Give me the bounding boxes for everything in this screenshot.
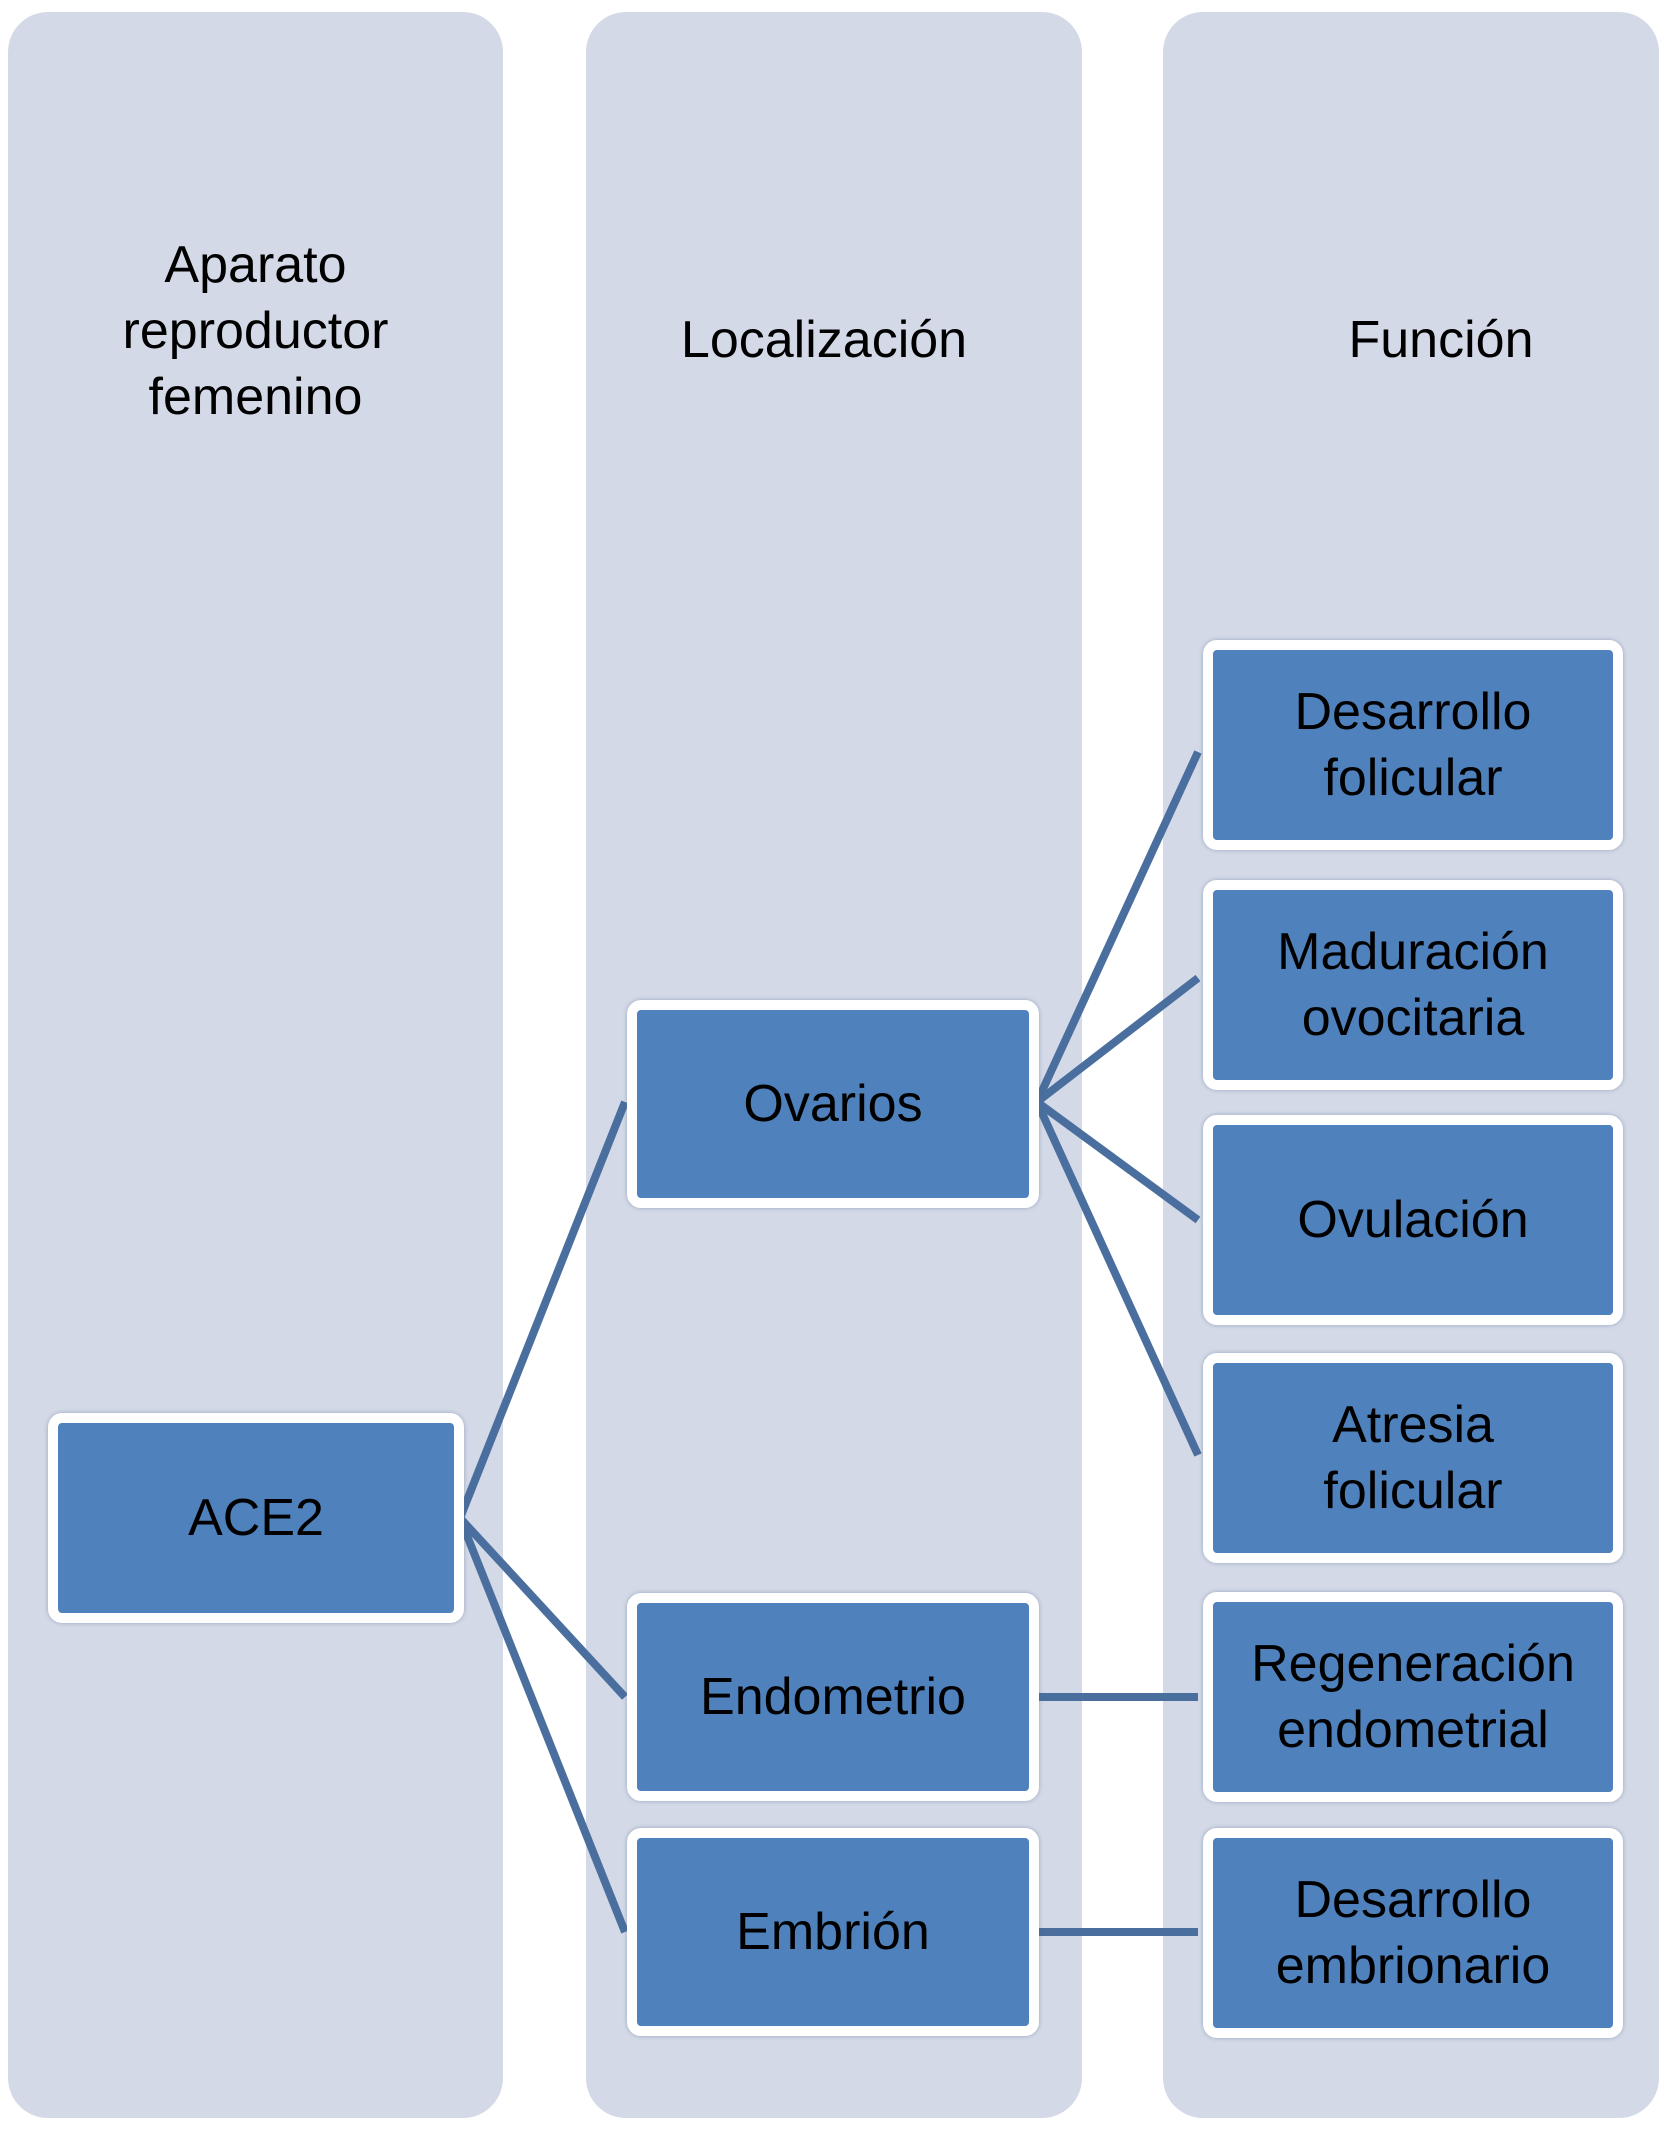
connector-ace2-embrion xyxy=(456,1516,629,1934)
node-atresia-folicular: Atresia folicular xyxy=(1203,1353,1623,1563)
node-ovulacion: Ovulación xyxy=(1203,1115,1623,1325)
node-desarrollo-folicular: Desarrollo folicular xyxy=(1203,640,1623,850)
node-regeneracion-endometrial: Regeneración endometrial xyxy=(1203,1592,1623,1802)
connector-ovarios-atresia-folicular xyxy=(1033,1100,1202,1457)
node-desarrollo-embrionario: Desarrollo embrionario xyxy=(1203,1828,1623,2038)
column-female-reproductive-system: Aparato reproductor femenino xyxy=(8,12,503,2118)
node-maduracion-ovocitaria: Maduración ovocitaria xyxy=(1203,880,1623,1090)
column-header-location: Localización xyxy=(680,311,968,369)
connector-ovarios-maduracion-ovocitaria xyxy=(1034,974,1201,1106)
node-endometrio: Endometrio xyxy=(627,1593,1039,1801)
node-ace2: ACE2 xyxy=(48,1413,464,1623)
connector-ovarios-ovulacion xyxy=(1034,1098,1201,1224)
node-ovarios: Ovarios xyxy=(627,1000,1039,1208)
column-header-system: Aparato reproductor femenino xyxy=(122,236,389,426)
node-embrion: Embrión xyxy=(627,1828,1039,2036)
column-header-function: Función xyxy=(1348,311,1534,369)
connector-ace2-endometrio xyxy=(457,1515,628,1700)
connector-ace2-ovarios xyxy=(456,1100,629,1520)
connector-ovarios-desarrollo-folicular xyxy=(1033,750,1202,1104)
